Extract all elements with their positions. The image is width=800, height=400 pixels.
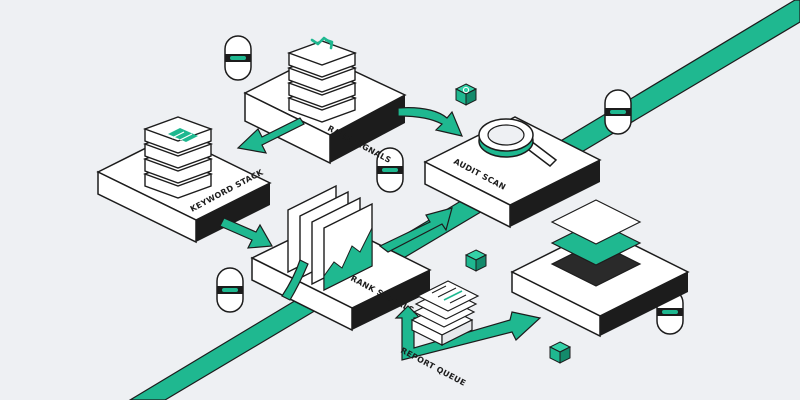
trend-up-icon bbox=[310, 36, 334, 50]
flow-arrows bbox=[219, 107, 542, 361]
arrow-to-rank-signals bbox=[219, 217, 273, 249]
layers-icon bbox=[550, 199, 642, 287]
list-card-icon bbox=[168, 128, 198, 142]
stacked-pages-icon bbox=[287, 184, 373, 292]
platform-rank-signals-top: RANK SIGNALS bbox=[243, 36, 407, 165]
magnifier-icon bbox=[478, 118, 558, 167]
platform-rank-signals-mid: RANK SIGNALS bbox=[250, 184, 432, 332]
capsule-icon bbox=[224, 35, 252, 81]
cube-icon bbox=[549, 341, 571, 364]
cube-icon bbox=[465, 249, 487, 272]
disc-stack bbox=[288, 40, 356, 123]
platform-keyword-stack: KEYWORD STACK bbox=[96, 116, 272, 244]
arrow-to-audit bbox=[378, 207, 453, 253]
refresh-icon bbox=[455, 83, 477, 106]
arrow-to-keyword-stack bbox=[236, 117, 305, 154]
capsule-icon bbox=[604, 89, 632, 135]
platform-audit-scan: AUDIT SCAN bbox=[423, 116, 602, 229]
arrow-report-queue bbox=[394, 305, 542, 361]
report-stack bbox=[410, 280, 480, 346]
capsule-icon bbox=[216, 267, 244, 313]
arrow-to-audit-scan bbox=[397, 107, 464, 137]
platform-layers bbox=[510, 199, 690, 338]
flow-connector bbox=[281, 259, 309, 301]
